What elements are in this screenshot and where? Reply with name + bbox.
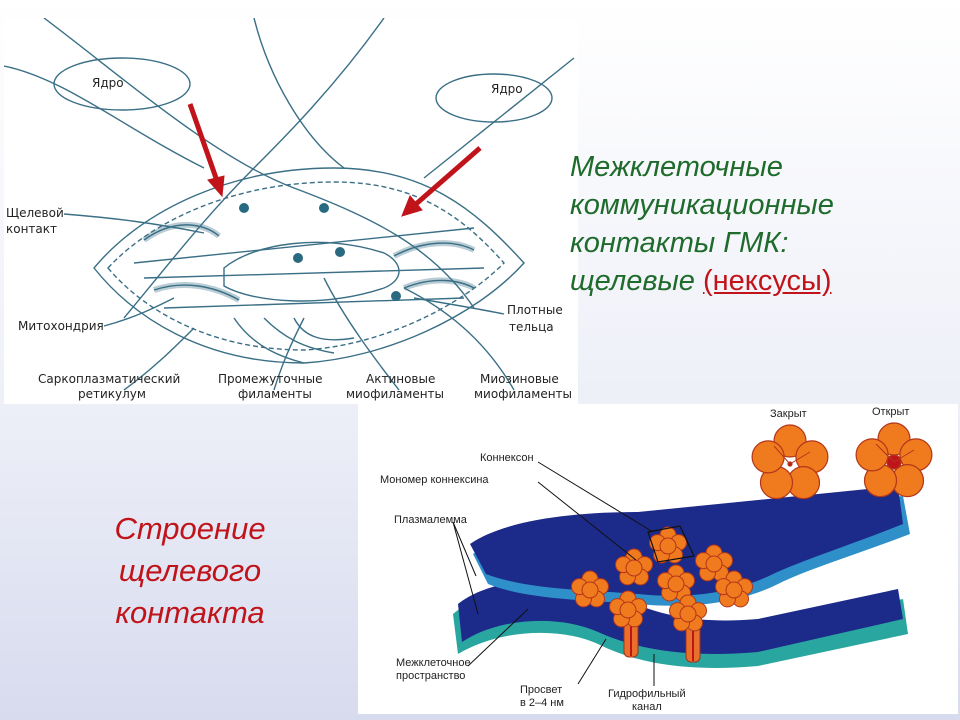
- dense-bodies-label-1: Плотные: [507, 303, 563, 317]
- mitochondria-label: Митохондрия: [18, 319, 104, 333]
- smooth-muscle-drawing: [3, 17, 575, 391]
- gap-junction-diagram: Закрыт Открыт Коннексон Мономер коннекси…: [358, 404, 958, 714]
- caption-line-1: Строение: [114, 511, 266, 546]
- intermediate-label-1: Промежуточные: [218, 372, 323, 386]
- title-line-4-prefix: щелевые: [570, 265, 703, 297]
- intercellular-label-2: пространство: [396, 670, 466, 682]
- open-connexon: [855, 422, 933, 498]
- intermediate-label-2: филаменты: [238, 387, 312, 401]
- title-line-2: коммуникационные: [570, 189, 834, 221]
- plasmalemma-label: Плазмалемма: [394, 514, 467, 526]
- lumen-label-2: в 2–4 нм: [520, 697, 564, 709]
- closed-label: Закрыт: [770, 408, 807, 420]
- smooth-muscle-diagram: Ядро Ядро Щелевой контакт Плотные тельца…: [3, 17, 578, 404]
- actin-label-2: миофиламенты: [346, 387, 445, 401]
- title-line-3: контакты ГМК:: [570, 227, 789, 259]
- open-label: Открыт: [872, 406, 910, 418]
- channel-label-1: Гидрофильный: [608, 688, 686, 700]
- gap-junction-label-1: Щелевой: [6, 206, 64, 220]
- myosin-label-2: миофиламенты: [474, 387, 573, 401]
- monomer-label: Мономер коннексина: [380, 474, 489, 486]
- channel-label-2: канал: [632, 701, 662, 713]
- caption-line-3: контакта: [115, 595, 265, 630]
- gap-junction-drawing: [452, 422, 933, 686]
- sr-label-2: ретикулум: [78, 387, 146, 401]
- lumen-label-1: Просвет: [520, 684, 563, 696]
- caption-line-2: щелевого: [118, 553, 262, 588]
- slide-title: Межклеточные коммуникационные контакты Г…: [570, 148, 950, 300]
- myosin-label-1: Миозиновые: [480, 372, 559, 386]
- nucleus-left-label: Ядро: [92, 76, 124, 90]
- caption: Строение щелевого контакта: [80, 508, 300, 634]
- dense-bodies-label-2: тельца: [509, 320, 554, 334]
- title-highlight: (нексусы): [703, 265, 832, 297]
- gap-junction-label-2: контакт: [6, 222, 58, 236]
- sr-label-1: Саркоплазматический: [38, 372, 181, 386]
- title-line-1: Межклеточные: [570, 151, 783, 183]
- connexon-label: Коннексон: [480, 452, 534, 464]
- actin-label-1: Актиновые: [366, 372, 436, 386]
- intercellular-label-1: Межклеточное: [396, 657, 471, 669]
- nucleus-right-label: Ядро: [491, 82, 523, 96]
- closed-connexon: [751, 424, 829, 500]
- title-line-4: щелевые (нексусы): [570, 262, 950, 300]
